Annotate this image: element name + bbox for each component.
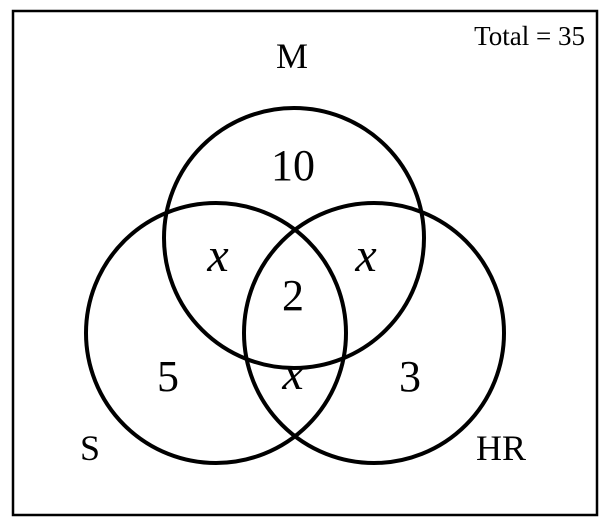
region-s-only: 5 <box>157 352 179 401</box>
universal-set-frame <box>11 9 599 517</box>
circle-hr <box>242 201 506 465</box>
total-label: Total = 35 <box>474 21 585 51</box>
set-label-s: S <box>80 428 100 468</box>
region-s-hr: x <box>281 347 303 400</box>
set-label-hr: HR <box>476 428 526 468</box>
region-m-hr: x <box>354 229 376 282</box>
region-all-three: 2 <box>282 271 304 320</box>
region-hr-only: 3 <box>399 352 421 401</box>
circle-m <box>162 106 426 370</box>
circle-s <box>84 201 348 465</box>
set-label-m: M <box>276 36 308 76</box>
region-m-only: 10 <box>271 141 315 190</box>
region-m-s: x <box>206 229 228 282</box>
